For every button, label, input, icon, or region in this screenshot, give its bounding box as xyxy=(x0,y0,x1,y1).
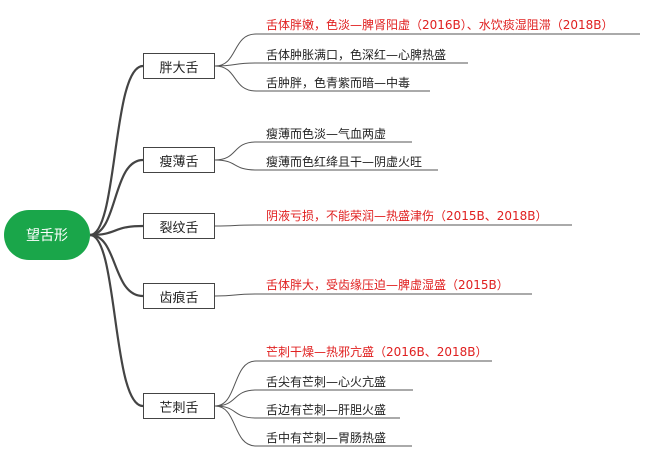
root-label: 望舌形 xyxy=(26,228,68,244)
leaf-item: 芒刺干燥—热邪亢盛（2016B、2018B） xyxy=(266,345,488,359)
leaf-item: 瘦薄而色淡—气血两虚 xyxy=(266,127,387,141)
leaf-item: 舌尖有芒刺—心火亢盛 xyxy=(266,375,387,389)
leaf-connector xyxy=(214,405,400,419)
leaf-connector xyxy=(214,33,640,67)
leaf-connector xyxy=(214,159,438,171)
branch-fissured-tongue[interactable]: 裂纹舌 xyxy=(143,213,215,239)
branch-prickled-tongue[interactable]: 芒刺舌 xyxy=(143,393,215,419)
branch-fat-tongue[interactable]: 胖大舌 xyxy=(143,53,215,79)
leaf-item: 舌边有芒刺—肝胆火盛 xyxy=(266,403,387,417)
branch-label: 胖大舌 xyxy=(159,60,199,76)
root-connector xyxy=(89,233,144,408)
leaf-connector xyxy=(214,389,413,407)
branch-tooth-marked-tongue[interactable]: 齿痕舌 xyxy=(143,283,215,309)
leaf-connector xyxy=(214,405,412,447)
leaf-connector xyxy=(214,62,468,67)
root-node[interactable]: 望舌形 xyxy=(4,210,90,260)
branch-thin-tongue[interactable]: 瘦薄舌 xyxy=(143,147,215,173)
leaf-connector xyxy=(214,65,430,92)
branch-label: 芒刺舌 xyxy=(159,400,199,416)
leaf-connector xyxy=(214,360,492,407)
leaf-item: 舌肿胖，色青紫而暗—中毒 xyxy=(266,76,411,90)
leaf-item: 舌体胖嫩，色淡—脾肾阳虚（2016B）、水饮痰湿阻滞（2018B） xyxy=(266,18,614,32)
leaf-connector xyxy=(214,293,532,297)
branch-label: 齿痕舌 xyxy=(159,290,199,306)
leaf-connector xyxy=(214,141,412,161)
leaf-item: 阴液亏损，不能荣润—热盛津伤（2015B、2018B） xyxy=(266,209,548,223)
branch-label: 瘦薄舌 xyxy=(159,154,199,170)
root-connector xyxy=(89,224,144,237)
leaf-item: 舌中有芒刺—胃肠热盛 xyxy=(266,431,387,445)
root-connector xyxy=(89,158,144,237)
leaf-item: 瘦薄而色红绛且干—阴虚火旺 xyxy=(266,155,423,169)
branch-label: 裂纹舌 xyxy=(159,220,199,236)
leaf-item: 舌体肿胀满口，色深红—心脾热盛 xyxy=(266,48,447,62)
leaf-connector xyxy=(214,224,572,227)
root-connector xyxy=(89,233,144,298)
root-connector xyxy=(89,64,144,237)
leaf-item: 舌体胖大，受齿缘压迫—脾虚湿盛（2015B） xyxy=(266,278,509,292)
